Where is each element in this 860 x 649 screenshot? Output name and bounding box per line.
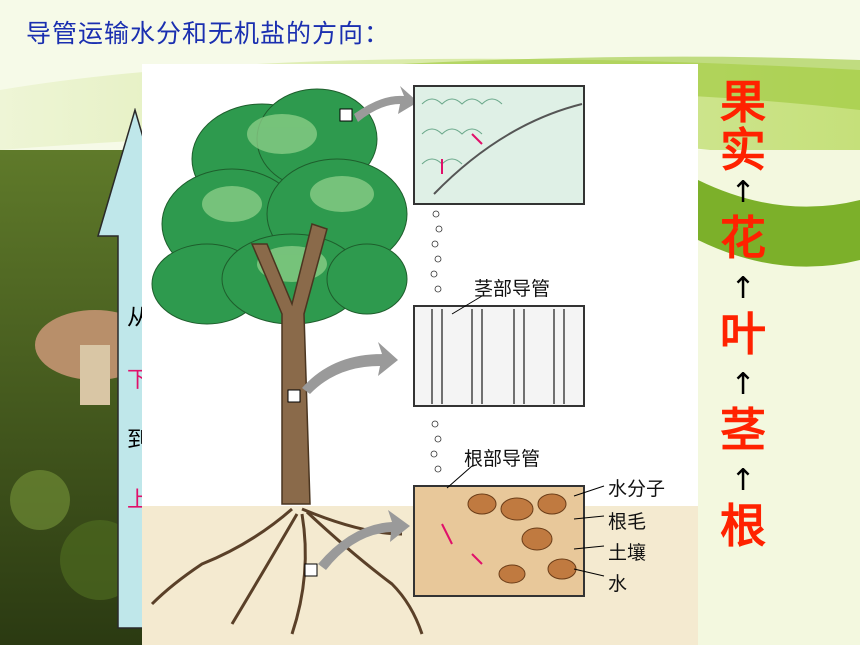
pathway-arrow-1: ↑ — [730, 175, 756, 210]
tree-illustration — [142, 85, 698, 645]
pathway-arrow-4: ↑ — [730, 463, 756, 498]
pathway-stem: 茎 — [720, 403, 766, 457]
label-soil: 土壤 — [608, 542, 647, 564]
label-root-vessel: 根部导管 — [464, 448, 541, 470]
pathway-leaf: 叶 — [720, 307, 766, 361]
pathway-fruit-1: 果 — [720, 75, 766, 129]
slide-title: 导管运输水分和无机盐的方向： — [26, 19, 391, 48]
label-root-hair: 根毛 — [608, 511, 647, 533]
pathway-root: 根 — [720, 499, 766, 553]
pathway-arrow-2: ↑ — [730, 271, 756, 306]
pathway-flower: 花 — [720, 211, 766, 265]
label-water-molecule: 水分子 — [608, 478, 666, 500]
label-water: 水 — [608, 573, 628, 595]
pathway-arrow-3: ↑ — [730, 367, 756, 402]
diagram-panel: 茎部导管 根部导管 水分子 根毛 土壤 水 — [142, 64, 698, 645]
label-stem-vessel: 茎部导管 — [474, 278, 551, 300]
pathway-fruit-2: 实 — [720, 123, 766, 177]
